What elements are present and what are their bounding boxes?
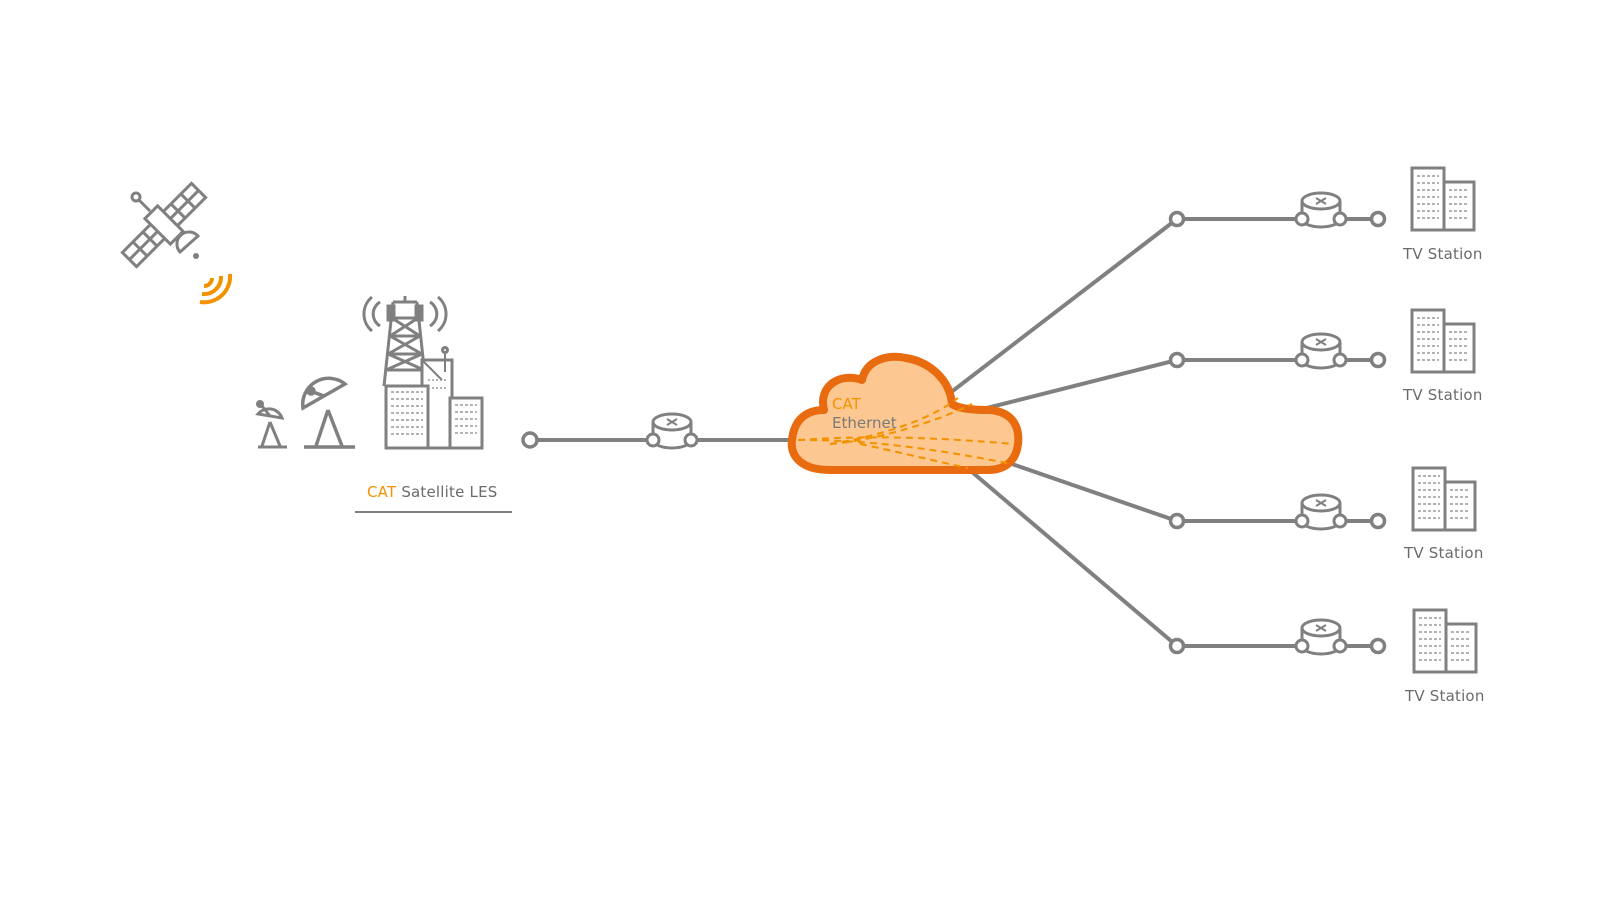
router-icon (1294, 618, 1348, 656)
router-icon (1294, 332, 1348, 370)
connector-node (1168, 512, 1186, 530)
tv-station-building-4 (1412, 608, 1478, 674)
branch-4 (1168, 618, 1387, 656)
tv-station-label: TV Station (1404, 544, 1484, 562)
cloud-label-line1: CAT (832, 395, 861, 413)
connector-node (1369, 210, 1387, 228)
router-icon (1294, 191, 1348, 229)
router-icon (1294, 493, 1348, 531)
building-icon (1410, 308, 1476, 374)
connector-node (1168, 210, 1186, 228)
tv-station-label: TV Station (1403, 386, 1483, 404)
les-label-brand: CAT (367, 483, 397, 501)
satellite-icon (120, 181, 208, 269)
signal-waves-icon (199, 273, 233, 305)
building-icon (1411, 466, 1477, 532)
branch-3 (1168, 493, 1387, 531)
connector-node (1168, 351, 1186, 369)
building-windows (391, 379, 477, 435)
building-icon (1410, 166, 1476, 232)
les-label: CAT Satellite LES (367, 483, 497, 501)
satellite-dish-large-icon (300, 376, 355, 449)
satellite-dish-small-icon (255, 400, 287, 449)
connector-node (1369, 637, 1387, 655)
tv-station-label: TV Station (1403, 245, 1483, 263)
cloud-label-line2: Ethernet (832, 414, 897, 432)
tv-station-building-3 (1411, 466, 1477, 532)
connector-node (521, 431, 539, 449)
connector-node (1369, 351, 1387, 369)
tv-station-building-1 (1410, 166, 1476, 232)
transmission-tower-icon (362, 295, 448, 387)
cloud-label: CAT Ethernet (832, 395, 897, 433)
cloud-branch-links (948, 217, 1179, 648)
connector-node (1168, 637, 1186, 655)
branch-1 (1168, 191, 1387, 229)
tv-station-building-2 (1410, 308, 1476, 374)
cloud-icon (787, 352, 1023, 474)
building-icon (384, 346, 484, 450)
building-icon (1412, 608, 1478, 674)
connector-node (1369, 512, 1387, 530)
branch-2 (1168, 332, 1387, 370)
router-icon (645, 412, 699, 450)
les-label-name: Satellite LES (401, 483, 498, 501)
tv-station-label: TV Station (1405, 687, 1485, 705)
